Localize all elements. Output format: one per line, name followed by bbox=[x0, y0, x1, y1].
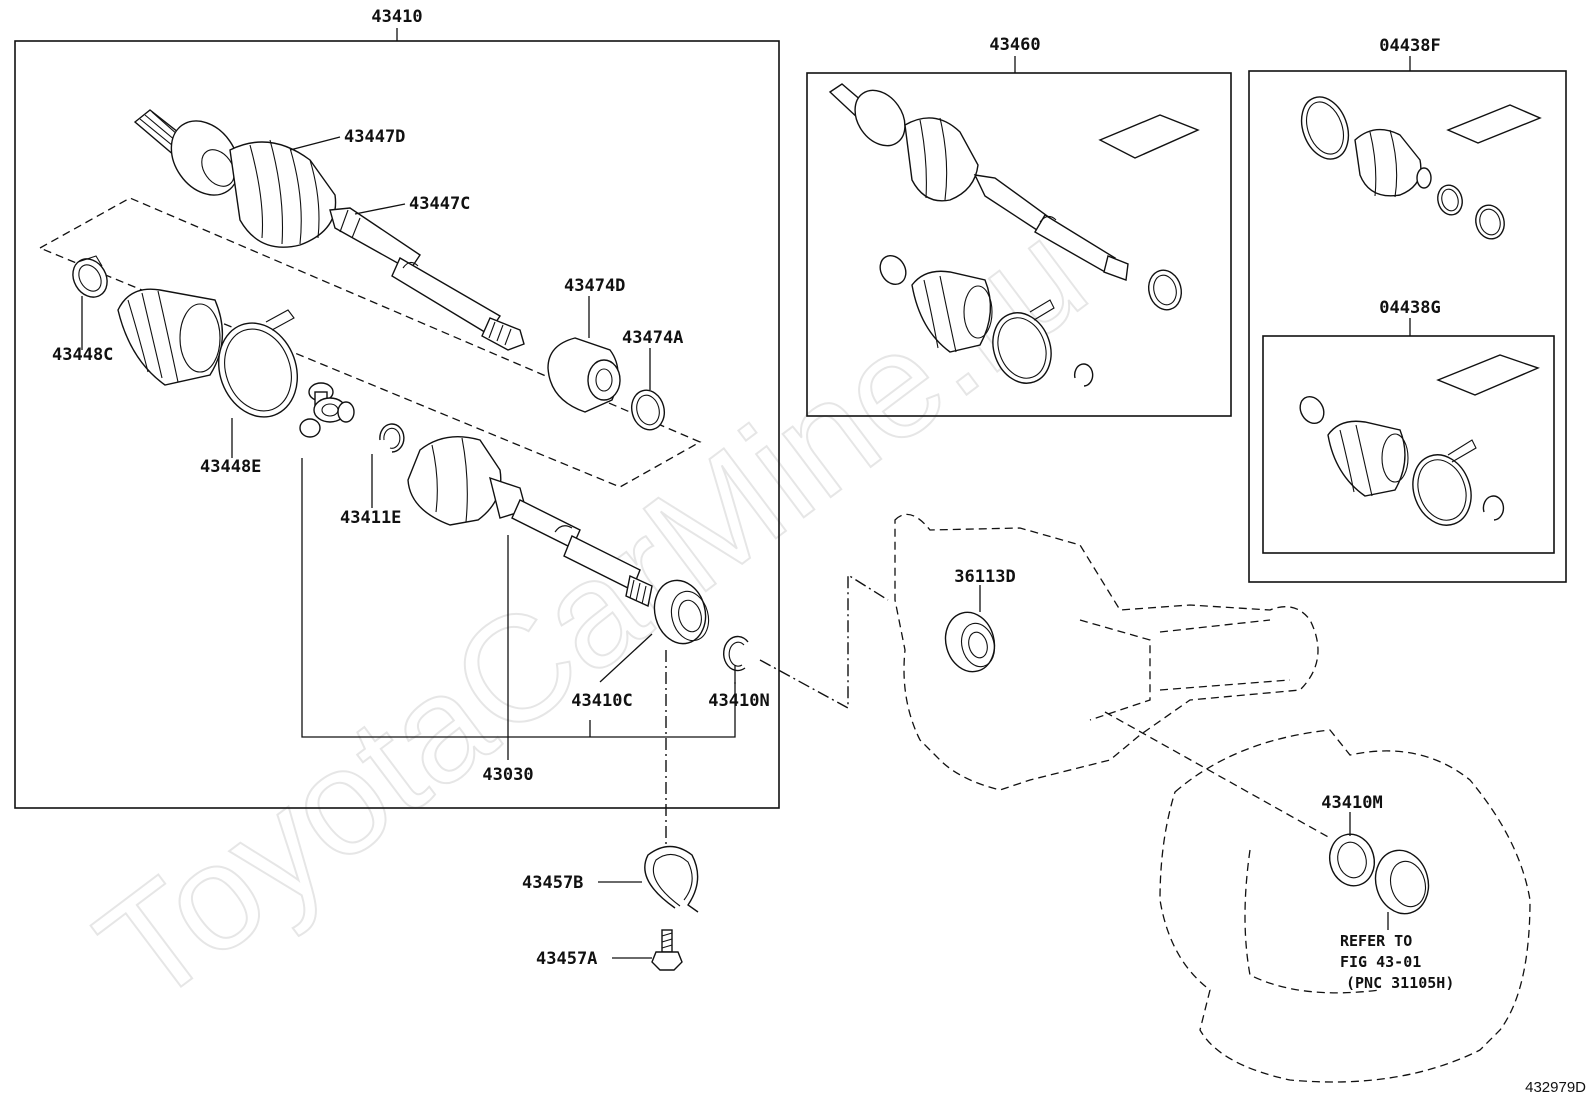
label-43448C[interactable]: 43448C bbox=[52, 345, 113, 365]
bearing-part bbox=[653, 579, 710, 645]
snap-ring-n-part bbox=[723, 635, 749, 672]
label-36113D[interactable]: 36113D bbox=[954, 567, 1015, 587]
group-label-43410[interactable]: 43410 bbox=[371, 7, 422, 27]
label-43411E[interactable]: 43411E bbox=[340, 508, 401, 528]
boot-part bbox=[117, 288, 224, 386]
diagram-id: 432979D bbox=[1525, 1079, 1586, 1096]
refer-note-line1: REFER TO bbox=[1340, 932, 1412, 950]
bracket-line bbox=[301, 458, 736, 738]
label-43474A[interactable]: 43474A bbox=[622, 328, 683, 348]
damper-part bbox=[547, 337, 621, 413]
label-43447D[interactable]: 43447D bbox=[344, 127, 405, 147]
group-label-04438F[interactable]: 04438F bbox=[1379, 36, 1440, 56]
label-43030[interactable]: 43030 bbox=[482, 765, 533, 785]
shaft-assy-43460-drawing bbox=[828, 83, 1200, 387]
boot-clamp-small-part bbox=[72, 255, 108, 298]
group-label-43460[interactable]: 43460 bbox=[989, 35, 1040, 55]
bracket-part bbox=[644, 845, 699, 913]
damper-clamp-part bbox=[631, 389, 665, 431]
inboard-joint-drawing bbox=[407, 435, 653, 608]
group-box-43460 bbox=[806, 72, 1232, 417]
boot-kit-04438G-drawing bbox=[1299, 354, 1540, 526]
group-label-04438G[interactable]: 04438G bbox=[1379, 298, 1440, 318]
boot-kit-dashed-region bbox=[38, 197, 702, 488]
label-43447C[interactable]: 43447C bbox=[409, 194, 470, 214]
label-43410C[interactable]: 43410C bbox=[571, 691, 632, 711]
transaxle-case-drawing bbox=[1159, 729, 1531, 1083]
label-43410M[interactable]: 43410M bbox=[1321, 793, 1382, 813]
refer-note-line2[interactable]: FIG 43-01 bbox=[1340, 953, 1421, 971]
label-43457A[interactable]: 43457A bbox=[536, 949, 597, 969]
group-box-04438G bbox=[1262, 335, 1555, 554]
label-43474D[interactable]: 43474D bbox=[564, 276, 625, 296]
label-43457B[interactable]: 43457B bbox=[522, 873, 583, 893]
label-43410N[interactable]: 43410N bbox=[708, 691, 769, 711]
group-box-04438F bbox=[1248, 70, 1567, 583]
label-43448E[interactable]: 43448E bbox=[200, 457, 261, 477]
tripod-part bbox=[299, 382, 355, 438]
boot-kit-04438F-drawing bbox=[1300, 96, 1542, 240]
transmission-housing-drawing bbox=[894, 513, 1319, 791]
refer-note-line3: (PNC 31105H) bbox=[1346, 974, 1454, 992]
bolt-part bbox=[651, 929, 683, 971]
boot-band-part bbox=[217, 309, 299, 418]
outboard-shaft-drawing bbox=[133, 109, 525, 351]
snap-ring-part bbox=[379, 423, 405, 453]
